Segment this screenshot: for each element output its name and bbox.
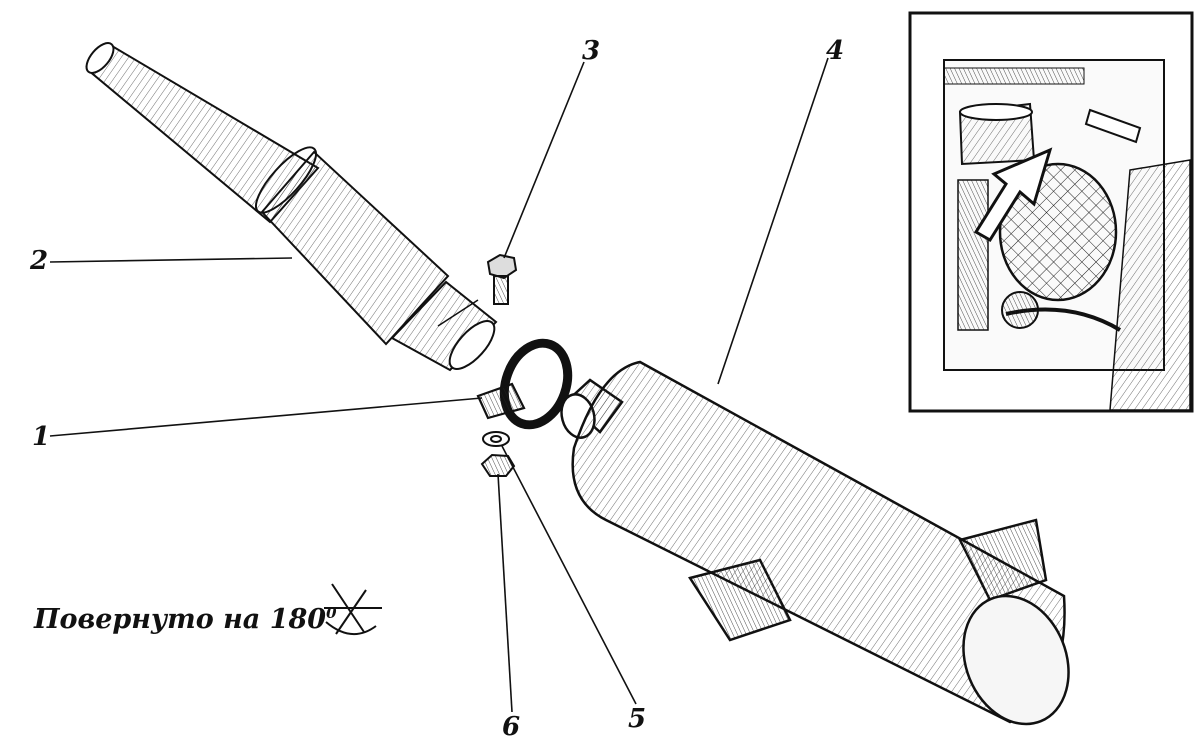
leader-line-4 — [717, 57, 829, 385]
leader-lines — [49, 57, 829, 713]
leader-line-1 — [49, 397, 483, 437]
rotation-caption: Повернуто на 1800 — [34, 604, 337, 635]
callout-3: 3 — [582, 36, 601, 66]
callout-5: 5 — [628, 704, 647, 734]
callout-1: 1 — [32, 422, 51, 452]
muffler-part-4 — [560, 360, 1070, 726]
rotation-caption-degree: 0 — [326, 604, 337, 622]
leader-line-5 — [501, 445, 637, 705]
rotated-180-icon — [324, 583, 382, 635]
nut-part-6 — [480, 453, 516, 477]
bolt-part-3 — [486, 253, 518, 305]
leader-line-2 — [49, 257, 293, 263]
exhaust-pipe-part-2 — [85, 42, 498, 372]
callout-6: 6 — [502, 712, 521, 742]
rotation-caption-text: Повернуто на 180 — [34, 604, 327, 635]
clamp-part-1 — [476, 338, 573, 430]
callout-2: 2 — [30, 246, 49, 276]
location-arrow-icon — [973, 147, 1053, 243]
leader-line-6 — [497, 473, 513, 713]
engine-compartment-inset — [908, 11, 1194, 413]
leader-line-3 — [503, 61, 585, 259]
callout-4: 4 — [826, 36, 845, 66]
washer-part-5 — [482, 431, 510, 447]
